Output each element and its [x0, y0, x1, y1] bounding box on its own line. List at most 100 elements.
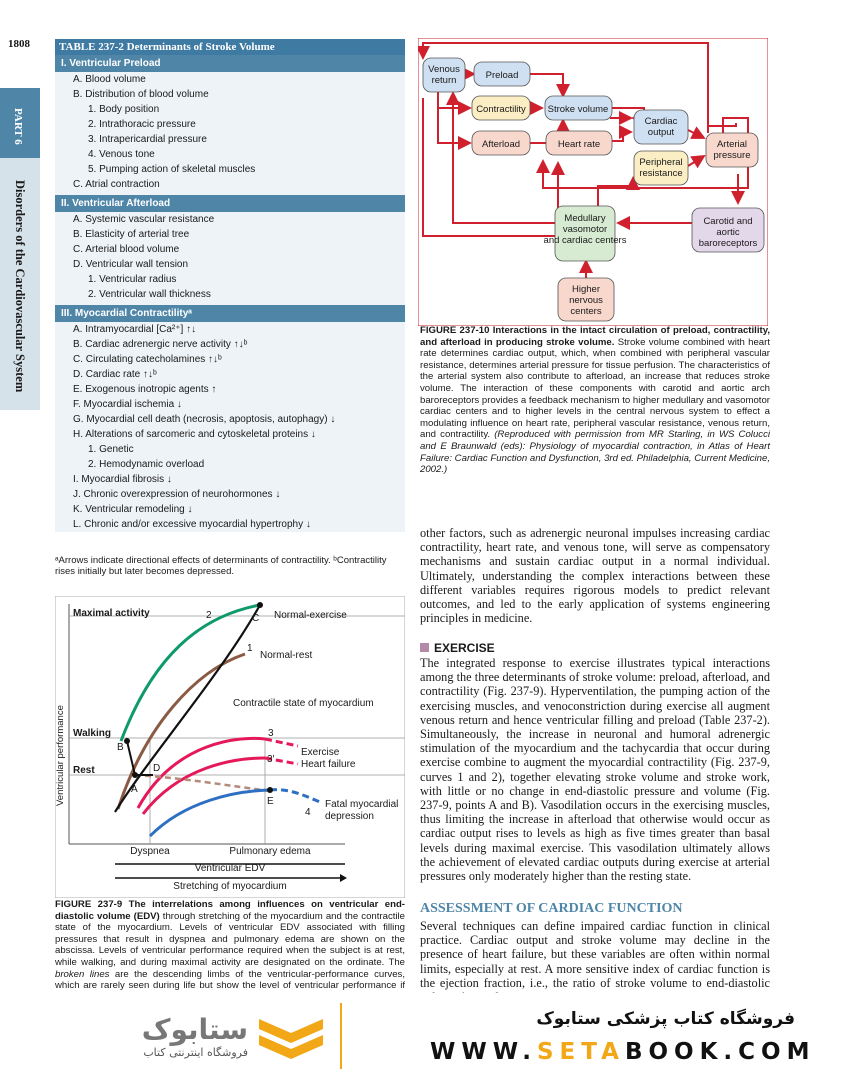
page-number: 1808 [8, 38, 30, 50]
table-row: L. Chronic and/or excessive myocardial h… [73, 519, 311, 530]
curve-4-descending [269, 788, 321, 804]
table-row: B. Distribution of blood volume [73, 89, 209, 100]
fig10-bold: Interactions in the intact circulation o… [420, 325, 770, 348]
label-exercise: Exercise [301, 747, 340, 758]
node-baroreceptors-1: Carotid and [703, 216, 752, 227]
fig9-bold: The interrelations among influences on v… [55, 899, 405, 922]
x-axis-arrowhead [340, 874, 347, 882]
node-medullary-2: vasomotor [563, 224, 607, 235]
store-url: WWW.SETABOOK.COM [430, 1039, 809, 1065]
part-label: PART 6 [12, 108, 24, 145]
logo-main-text: ستابوک [141, 1013, 248, 1046]
node-higher-centers-1: Higher [572, 284, 600, 295]
table-row: 1. Body position [88, 104, 160, 115]
node-peripheral-resistance-2: resistance [639, 168, 682, 179]
node-afterload: Afterload [482, 139, 520, 150]
side-tab: PART 6 Disorders of the Cardiovascular S… [0, 88, 40, 410]
exercise-heading: EXERCISE [420, 641, 770, 655]
label-pulmonary-edema: Pulmonary edema [229, 846, 311, 857]
point-c [257, 602, 263, 608]
fig9-text: through stretching of the myocardium and… [55, 910, 405, 968]
point-label-d: D [153, 763, 160, 774]
curve-label-2: 2 [206, 610, 212, 621]
table-row: B. Elasticity of arterial tree [73, 229, 190, 240]
table-row: D. Ventricular wall tension [73, 259, 189, 270]
label-dyspnea: Dyspnea [130, 846, 170, 857]
figure-237-9-caption: FIGURE 237-9 The interrelations among in… [55, 899, 405, 994]
table-row: 3. Intrapericardial pressure [88, 134, 207, 145]
table-section-heading: II. Ventricular Afterload [55, 195, 405, 212]
table-row: 4. Venous tone [88, 149, 155, 160]
table-row: C. Atrial contraction [73, 179, 160, 190]
curve-4-fatal-depression [148, 788, 271, 838]
url-post: BOOK.COM [624, 1039, 816, 1065]
node-medullary-1: Medullary [564, 213, 605, 224]
node-higher-centers-3: centers [570, 306, 601, 317]
part-tab [0, 88, 40, 158]
chart-text: Maximal activity Walking Rest Ventricula… [55, 608, 398, 892]
curve-3prime-heart-failure [141, 756, 266, 815]
table-footnote: ᵃArrows indicate directional effects of … [55, 555, 387, 577]
table-row: I. Myocardial fibrosis ↓ [73, 474, 172, 485]
url-pre: WWW. [430, 1039, 537, 1065]
y-axis-label: Ventricular performance [55, 705, 66, 806]
table-row: 2. Hemodynamic overload [88, 459, 205, 470]
node-baroreceptors-2: aortic [716, 227, 739, 238]
node-heart-rate: Heart rate [558, 139, 600, 150]
curve-label-3prime: 3′ [267, 754, 275, 765]
curve-label-3: 3 [268, 728, 274, 739]
node-arterial-pressure-2: pressure [714, 150, 751, 161]
store-banner: ستابوک فروشگاه اینترنتی کتاب فروشگاه کتا… [0, 993, 844, 1080]
fig10-label: FIGURE 237-10 [420, 325, 490, 336]
node-cardiac-output-1: Cardiac [645, 116, 678, 127]
table-row: G. Myocardial cell death (necrosis, apop… [73, 414, 336, 425]
heading-square-icon [420, 643, 429, 652]
table-row: K. Ventricular remodeling ↓ [73, 504, 193, 515]
table-row: C. Arterial blood volume [73, 244, 180, 255]
label-normal-exercise: Normal-exercise [274, 610, 347, 621]
fig10-text: Stroke volume combined with heart rate d… [420, 336, 770, 441]
store-logo-icon [259, 1019, 323, 1059]
table-row: 1. Genetic [88, 444, 134, 455]
part-title: Disorders of the Cardiovascular System [13, 180, 27, 393]
node-peripheral-resistance-1: Peripheral [639, 157, 682, 168]
curve-rest-dashed [134, 773, 271, 793]
label-rest: Rest [73, 765, 95, 776]
table-row: 2. Intrathoracic pressure [88, 119, 196, 130]
table-row: A. Blood volume [73, 74, 146, 85]
table-row: F. Myocardial ischemia ↓ [73, 399, 182, 410]
node-contractility: Contractility [476, 104, 526, 115]
assessment-heading: ASSESSMENT OF CARDIAC FUNCTION [420, 901, 683, 916]
label-heart-failure: Heart failure [301, 759, 356, 770]
curve-3-exercise [136, 736, 266, 809]
node-medullary-3: and cardiac centers [544, 235, 627, 246]
node-arterial-pressure-1: Arterial [717, 139, 747, 150]
table-row: 2. Ventricular wall thickness [88, 289, 211, 300]
label-fatal-1: Fatal myocardial [325, 799, 398, 810]
contractile-state-line [114, 604, 261, 813]
table-section-heading: III. Myocardial Contractilityᵃ [55, 305, 405, 322]
label-contractile-state: Contractile state of myocardium [233, 698, 374, 709]
fig9-text2: are the descending limbs of the ventricu… [55, 968, 405, 994]
a-b-connector [126, 740, 136, 776]
table-title: TABLE 237-2 Determinants of Stroke Volum… [55, 39, 405, 55]
point-label-a: A [131, 784, 138, 795]
fig10-credit: (Reproduced with permission from MR Star… [420, 429, 771, 476]
curve-label-4: 4 [305, 807, 311, 818]
point-label-b: B [117, 742, 124, 753]
point-label-c: C [252, 613, 259, 624]
table-row: H. Alterations of sarcomeric and cytoske… [73, 429, 316, 440]
chart-frame [55, 596, 405, 898]
point-e [267, 787, 273, 793]
fig9-label: FIGURE 237-9 [55, 899, 123, 910]
store-logo: ستابوک فروشگاه اینترنتی کتاب [68, 1013, 248, 1067]
curve-1-normal-rest [116, 652, 246, 810]
curve-2-normal-exercise [119, 603, 261, 742]
table-row: B. Cardiac adrenergic nerve activity ↑↓ᵇ [73, 339, 248, 350]
table-row: E. Exogenous inotropic agents ↑ [73, 384, 217, 395]
figure-237-10-caption: FIGURE 237-10 Interactions in the intact… [420, 325, 770, 476]
node-preload: Preload [486, 70, 519, 81]
figure-237-9-chart: Maximal activity Walking Rest Ventricula… [55, 596, 405, 898]
paragraph-1: other factors, such as adrenergic neuron… [420, 526, 770, 626]
